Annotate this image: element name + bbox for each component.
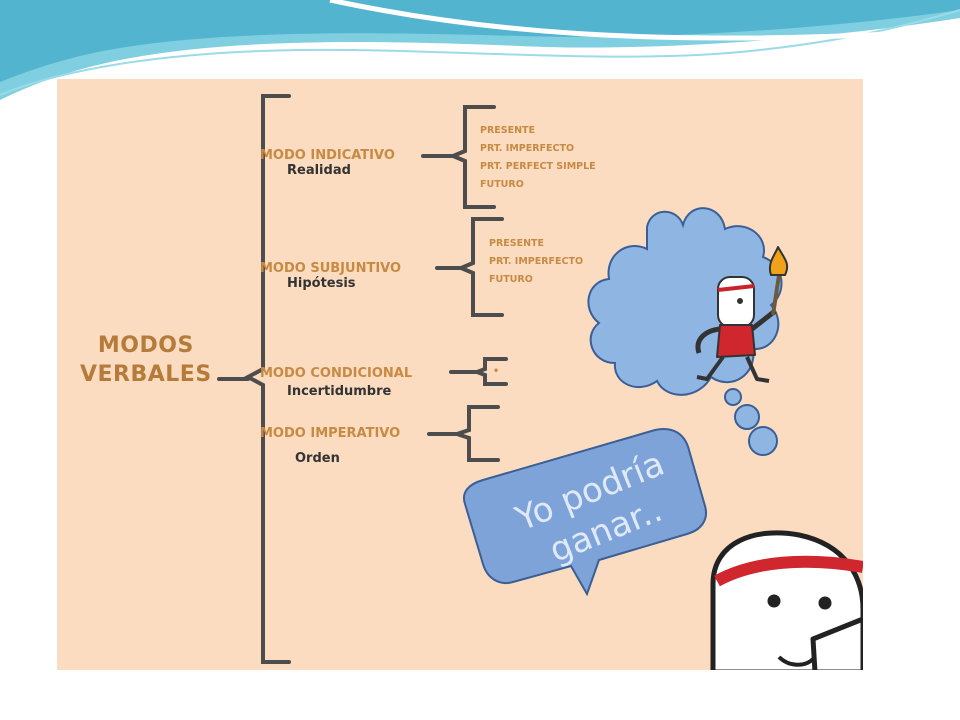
tense-item: PRESENTE [489,238,545,249]
meaning-subjuntivo: Hipótesis [287,276,356,291]
mode-subjuntivo: MODO SUBJUNTIVO [260,261,402,276]
wave-header [0,0,960,100]
bracket-diagram [217,94,863,670]
tense-bullet-condicional: • [493,366,500,377]
mode-condicional: MODO CONDICIONAL [260,366,413,381]
root-label-line-2: VERBALES [80,362,212,387]
root-label-line-1: MODOS [97,333,194,358]
runner-character-icon [695,246,789,383]
tense-item: PRT. IMPERFECTO [480,143,575,154]
meaning-indicativo: Realidad [287,163,351,178]
mode-indicativo: MODO INDICATIVO [260,148,395,163]
tense-item: FUTURO [489,274,533,285]
character-face-icon [710,530,863,670]
meaning-condicional: Incertidumbre [287,384,392,399]
tense-item: PRT. IMPERFECTO [489,256,584,267]
root-label: MODOS VERBALES [80,331,212,389]
tense-item: PRESENTE [480,125,536,136]
bracket-condicional [471,357,508,386]
tense-item: FUTURO [480,179,524,190]
mode-imperativo: MODO IMPERATIVO [260,426,401,441]
diagram-panel: Yo podría ganar.. MODOS VERBALES MODO IN… [57,79,863,670]
tense-item: PRT. PERFECT SIMPLE [480,161,596,172]
speech-bubble [463,428,707,596]
meaning-imperativo: Orden [295,451,340,466]
tense-list-indicativo: PRESENTE PRT. IMPERFECTO PRT. PERFECT SI… [480,122,596,194]
tense-list-subjuntivo: PRESENTE PRT. IMPERFECTO FUTURO [489,235,583,289]
